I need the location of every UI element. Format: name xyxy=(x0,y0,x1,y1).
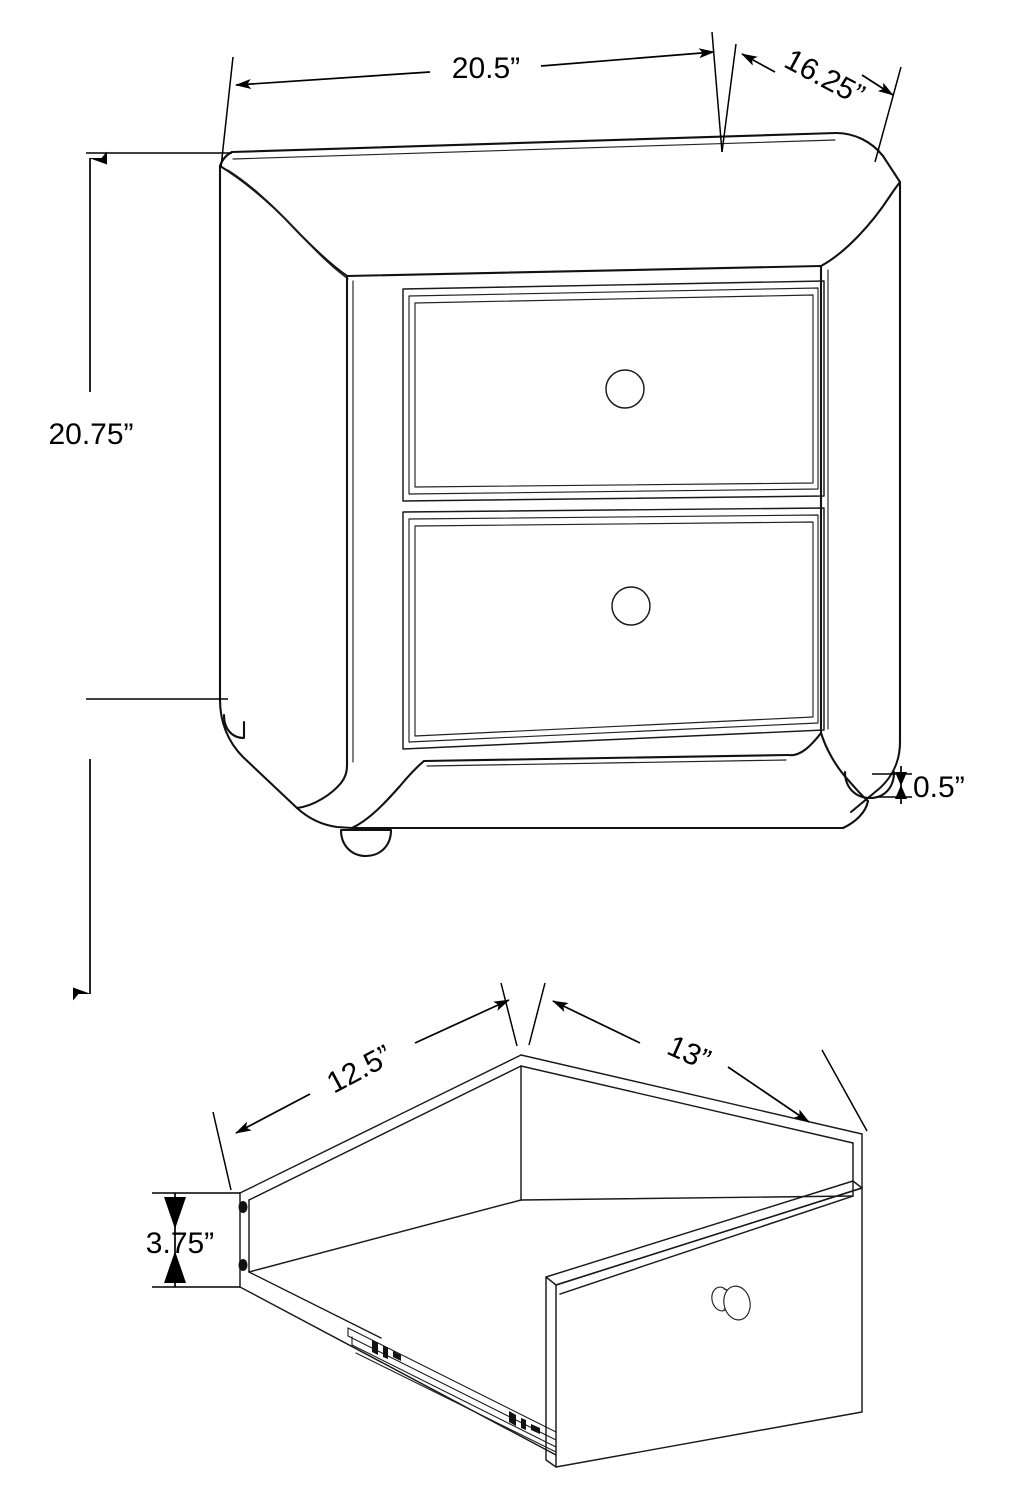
upper-drawer-knob[interactable] xyxy=(605,369,645,409)
lower-drawer-knob[interactable] xyxy=(611,586,651,626)
dimension-nightstand-depth: 16.25” xyxy=(721,43,902,163)
upper-drawer-front[interactable] xyxy=(402,280,825,502)
dimension-drawer-depth: 12.5” xyxy=(212,982,518,1191)
drawer-back xyxy=(520,1054,863,1201)
drawer-knob[interactable] xyxy=(710,1284,754,1323)
screw-hole-upper xyxy=(238,1201,248,1213)
nightstand-body xyxy=(218,131,902,830)
figure-drawer-box: 12.5” 13” 3.75” xyxy=(146,982,868,1468)
dimension-nightstand-height: 20.75” xyxy=(48,151,232,1001)
screw-hole-lower xyxy=(238,1259,248,1271)
dimension-label-foot-height: 0.5” xyxy=(913,771,965,804)
dimension-foot-height: 0.5” xyxy=(872,766,965,804)
drawer-right-side xyxy=(555,1187,863,1295)
dimension-label-drawer-width: 13” xyxy=(662,1029,715,1077)
dimension-drawer-width: 13” xyxy=(528,982,868,1132)
lower-drawer-front[interactable] xyxy=(402,507,825,750)
drawer-bottom xyxy=(248,1195,854,1273)
drawer-slide-rail xyxy=(347,1327,557,1453)
figure-nightstand: 20.5” 16.25” 20.75” xyxy=(48,31,965,1001)
dimension-drawer-height: 3.75” xyxy=(146,1192,240,1288)
dimension-label-height: 20.75” xyxy=(48,418,133,451)
rear-left-foot xyxy=(222,713,246,740)
drawer-screw-holes xyxy=(238,1201,248,1271)
drawer-front-panel[interactable] xyxy=(545,1180,863,1468)
drawer-left-side xyxy=(239,1054,557,1456)
dimension-label-depth: 16.25” xyxy=(779,43,870,112)
nightstand-feet xyxy=(222,713,896,858)
dimension-label-drawer-depth: 12.5” xyxy=(322,1039,398,1100)
dimension-nightstand-width: 20.5” xyxy=(220,31,723,168)
front-right-foot xyxy=(843,770,896,800)
dimension-label-drawer-height: 3.75” xyxy=(146,1227,214,1260)
front-left-foot xyxy=(339,828,393,858)
dimension-label-width: 20.5” xyxy=(452,52,520,85)
